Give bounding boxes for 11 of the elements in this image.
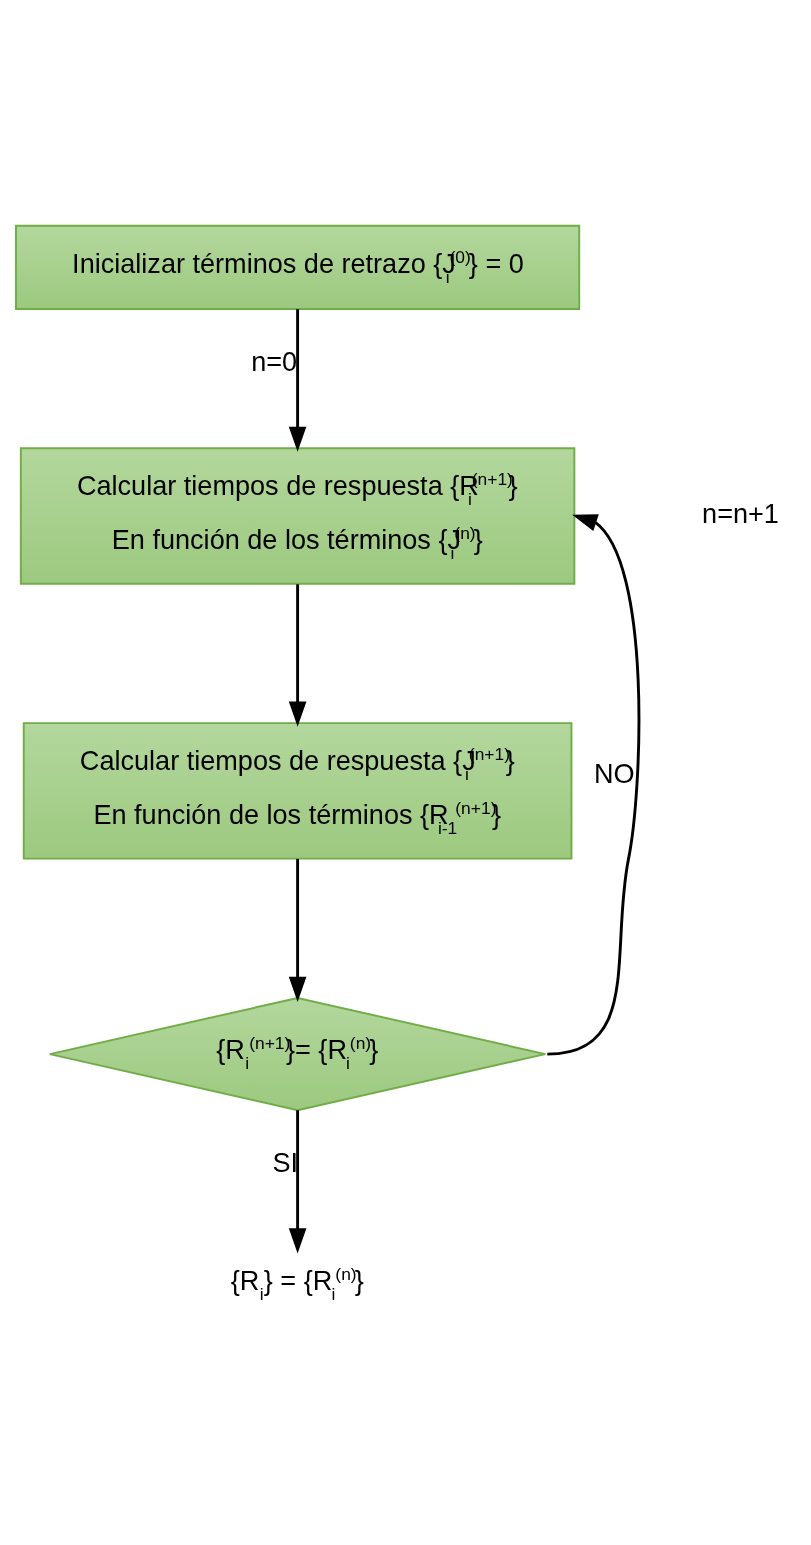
- arrow: [547, 514, 641, 1056]
- node-diamond: {R$_{i}$$^{(n+1)}$}= {R$_{i}$$^{(n)}$}: [48, 997, 547, 1112]
- arrow: [288, 858, 307, 1002]
- arrow: [288, 309, 307, 452]
- edge-label: SI: [272, 1147, 299, 1179]
- arrow: [288, 584, 307, 727]
- node-text: {R$_{i}$} = {R$_{i}$$^{(n)}$}: [230, 1263, 364, 1304]
- label: n=n+1: [702, 498, 779, 530]
- edge-label: n=0: [251, 345, 298, 377]
- edge-label: NO: [594, 757, 635, 789]
- arrow: [288, 1110, 307, 1254]
